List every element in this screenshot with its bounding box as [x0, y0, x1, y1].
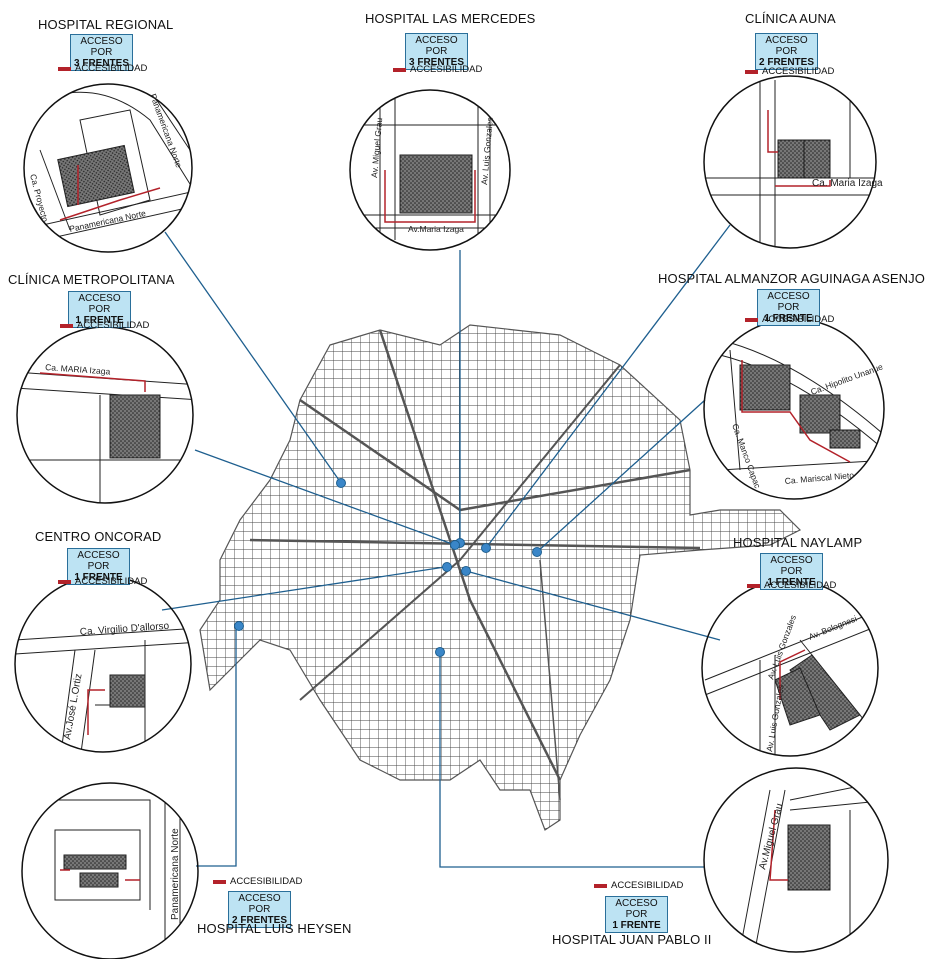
access-label: ACCESO POR	[770, 555, 813, 577]
access-box-hospital-regional: ACCESO POR 3 FRENTES	[70, 34, 133, 71]
detail-circle-hospital-regional: Panamericana Norte Ca. Proyecto Panameri…	[23, 83, 193, 253]
title-clinica-metropolitana: CLÍNICA METROPOLITANA	[8, 272, 175, 287]
svg-text:Av. Miguel Grau: Av. Miguel Grau	[369, 117, 384, 178]
legend-label: ACCESIBILIDAD	[230, 876, 303, 887]
detail-circle-clinica-metropolitana: Ca. MARIA Izaga	[16, 326, 194, 504]
title-hospital-naylamp: HOSPITAL NAYLAMP	[733, 535, 863, 550]
access-count: 3 FRENTES	[409, 57, 465, 68]
access-label: ACCESO POR	[767, 291, 810, 313]
legend-label: ACCESIBILIDAD	[410, 64, 483, 75]
access-label: ACCESO POR	[80, 36, 123, 58]
access-count: 1 FRENTE	[74, 572, 123, 583]
access-count: 2 FRENTES	[759, 57, 815, 68]
accessibility-swatch	[745, 69, 758, 74]
access-box-clinica-auna: ACCESO POR 2 FRENTES	[755, 33, 818, 70]
detail-circle-juan-pablo: Av.Miguel Grau	[703, 767, 889, 953]
detail-circle-luis-heysen: Panamericana Norte	[21, 782, 199, 959]
access-box-juan-pablo: ACCESO POR 1 FRENTE	[605, 896, 668, 933]
detail-circle-oncorad: Ca. Virgilio D'allorso Av.José L.Ortiz	[14, 575, 192, 753]
accessibility-swatch	[60, 323, 73, 328]
svg-text:Ca. Maria Izaga: Ca. Maria Izaga	[812, 178, 883, 189]
legend-naylamp: ACCESIBILIDAD	[747, 580, 836, 591]
access-label: ACCESO POR	[78, 293, 121, 315]
svg-text:Ca. Manco Capac: Ca. Manco Capac	[730, 422, 763, 490]
svg-text:Ca. Hipolito Unanue: Ca. Hipolito Unanue	[809, 361, 884, 397]
access-count: 2 FRENTES	[232, 915, 288, 926]
legend-clinica-auna: ACCESIBILIDAD	[745, 66, 834, 77]
access-label: ACCESO POR	[615, 898, 658, 920]
svg-text:Ca. Virgilio D'allorso: Ca. Virgilio D'allorso	[79, 621, 170, 638]
detail-circle-las-mercedes: Av. Miguel Grau Av. Luis Gonzales Av.Mar…	[349, 89, 511, 251]
connector-lines	[161, 224, 731, 868]
title-clinica-auna: CLÍNICA AUNA	[745, 11, 836, 26]
access-box-clinica-metropolitana: ACCESO POR 1 FRENTE	[68, 291, 131, 328]
access-box-naylamp: ACCESO POR 1 FRENTE	[760, 553, 823, 590]
title-hospital-almanzor: HOSPITAL ALMANZOR AGUINAGA ASENJO	[658, 271, 925, 286]
access-count: 1 FRENTE	[75, 315, 124, 326]
legend-label: ACCESIBILIDAD	[75, 576, 148, 587]
city-map	[199, 324, 802, 831]
legend-label: ACCESIBILIDAD	[611, 880, 684, 891]
legend-label: ACCESIBILIDAD	[762, 314, 835, 325]
legend-juan-pablo: ACCESIBILIDAD	[594, 880, 683, 891]
detail-circle-clinica-auna: Ca. Maria Izaga	[703, 75, 883, 249]
accessibility-swatch	[393, 67, 406, 72]
access-count: 3 FRENTES	[74, 58, 130, 69]
title-centro-oncorad: CENTRO ONCORAD	[35, 529, 162, 544]
legend-label: ACCESIBILIDAD	[77, 320, 150, 331]
access-label: ACCESO POR	[238, 893, 281, 915]
access-box-almanzor: ACCESO POR 1 FRENTE	[757, 289, 820, 326]
svg-text:Av.José L.Ortiz: Av.José L.Ortiz	[62, 673, 84, 741]
title-hospital-luis-heysen: HOSPITAL LUIS HEYSEN	[197, 921, 352, 936]
access-box-luis-heysen: ACCESO POR 2 FRENTES	[228, 891, 291, 928]
accessibility-swatch	[213, 879, 226, 884]
svg-text:Panamericana Norte: Panamericana Norte	[68, 208, 147, 234]
access-label: ACCESO POR	[415, 35, 458, 57]
title-hospital-juan-pablo: HOSPITAL JUAN PABLO II	[552, 932, 712, 947]
access-count: 1 FRENTE	[764, 313, 813, 324]
title-hospital-regional: HOSPITAL REGIONAL	[38, 17, 174, 32]
access-box-las-mercedes: ACCESO POR 3 FRENTES	[405, 33, 468, 70]
legend-clinica-metropolitana: ACCESIBILIDAD	[60, 320, 149, 331]
access-count: 1 FRENTE	[612, 920, 661, 931]
svg-text:Panamericana Norte: Panamericana Norte	[148, 92, 184, 169]
legend-label: ACCESIBILIDAD	[75, 63, 148, 74]
legend-hospital-regional: ACCESIBILIDAD	[58, 63, 147, 74]
accessibility-swatch	[745, 317, 758, 322]
legend-las-mercedes: ACCESIBILIDAD	[393, 64, 482, 75]
svg-text:Av.Maria Izaga: Av.Maria Izaga	[408, 224, 464, 234]
access-label: ACCESO POR	[77, 550, 120, 572]
detail-circle-almanzor: Ca. Hipolito Unanue Ca. Mariscal Nieto C…	[703, 318, 885, 500]
detail-circle-naylamp: Av. Luis Gonzales Av. Bolognesi Av. Luis…	[701, 579, 879, 757]
legend-oncorad: ACCESIBILIDAD	[58, 576, 147, 587]
legend-luis-heysen: ACCESIBILIDAD	[213, 876, 302, 887]
legend-almanzor: ACCESIBILIDAD	[745, 314, 834, 325]
access-label: ACCESO POR	[765, 35, 808, 57]
title-hospital-las-mercedes: HOSPITAL LAS MERCEDES	[365, 11, 536, 26]
accessibility-swatch	[58, 66, 71, 71]
legend-label: ACCESIBILIDAD	[762, 66, 835, 77]
svg-text:Av. Bolognesi: Av. Bolognesi	[807, 613, 858, 641]
accessibility-swatch	[58, 579, 71, 584]
svg-text:Ca. Proyecto: Ca. Proyecto	[28, 173, 50, 223]
svg-text:Av. Luis Gonzales: Av. Luis Gonzales	[764, 684, 786, 752]
access-count: 1 FRENTE	[767, 577, 816, 588]
location-markers	[234, 478, 542, 657]
svg-text:Panamericana Norte: Panamericana Norte	[170, 828, 181, 920]
access-box-oncorad: ACCESO POR 1 FRENTE	[67, 548, 130, 585]
accessibility-swatch	[747, 583, 760, 588]
legend-label: ACCESIBILIDAD	[764, 580, 837, 591]
svg-text:Ca. MARIA Izaga: Ca. MARIA Izaga	[45, 362, 111, 377]
accessibility-swatch	[594, 883, 607, 888]
svg-text:Av. Luis Gonzales: Av. Luis Gonzales	[479, 117, 495, 185]
